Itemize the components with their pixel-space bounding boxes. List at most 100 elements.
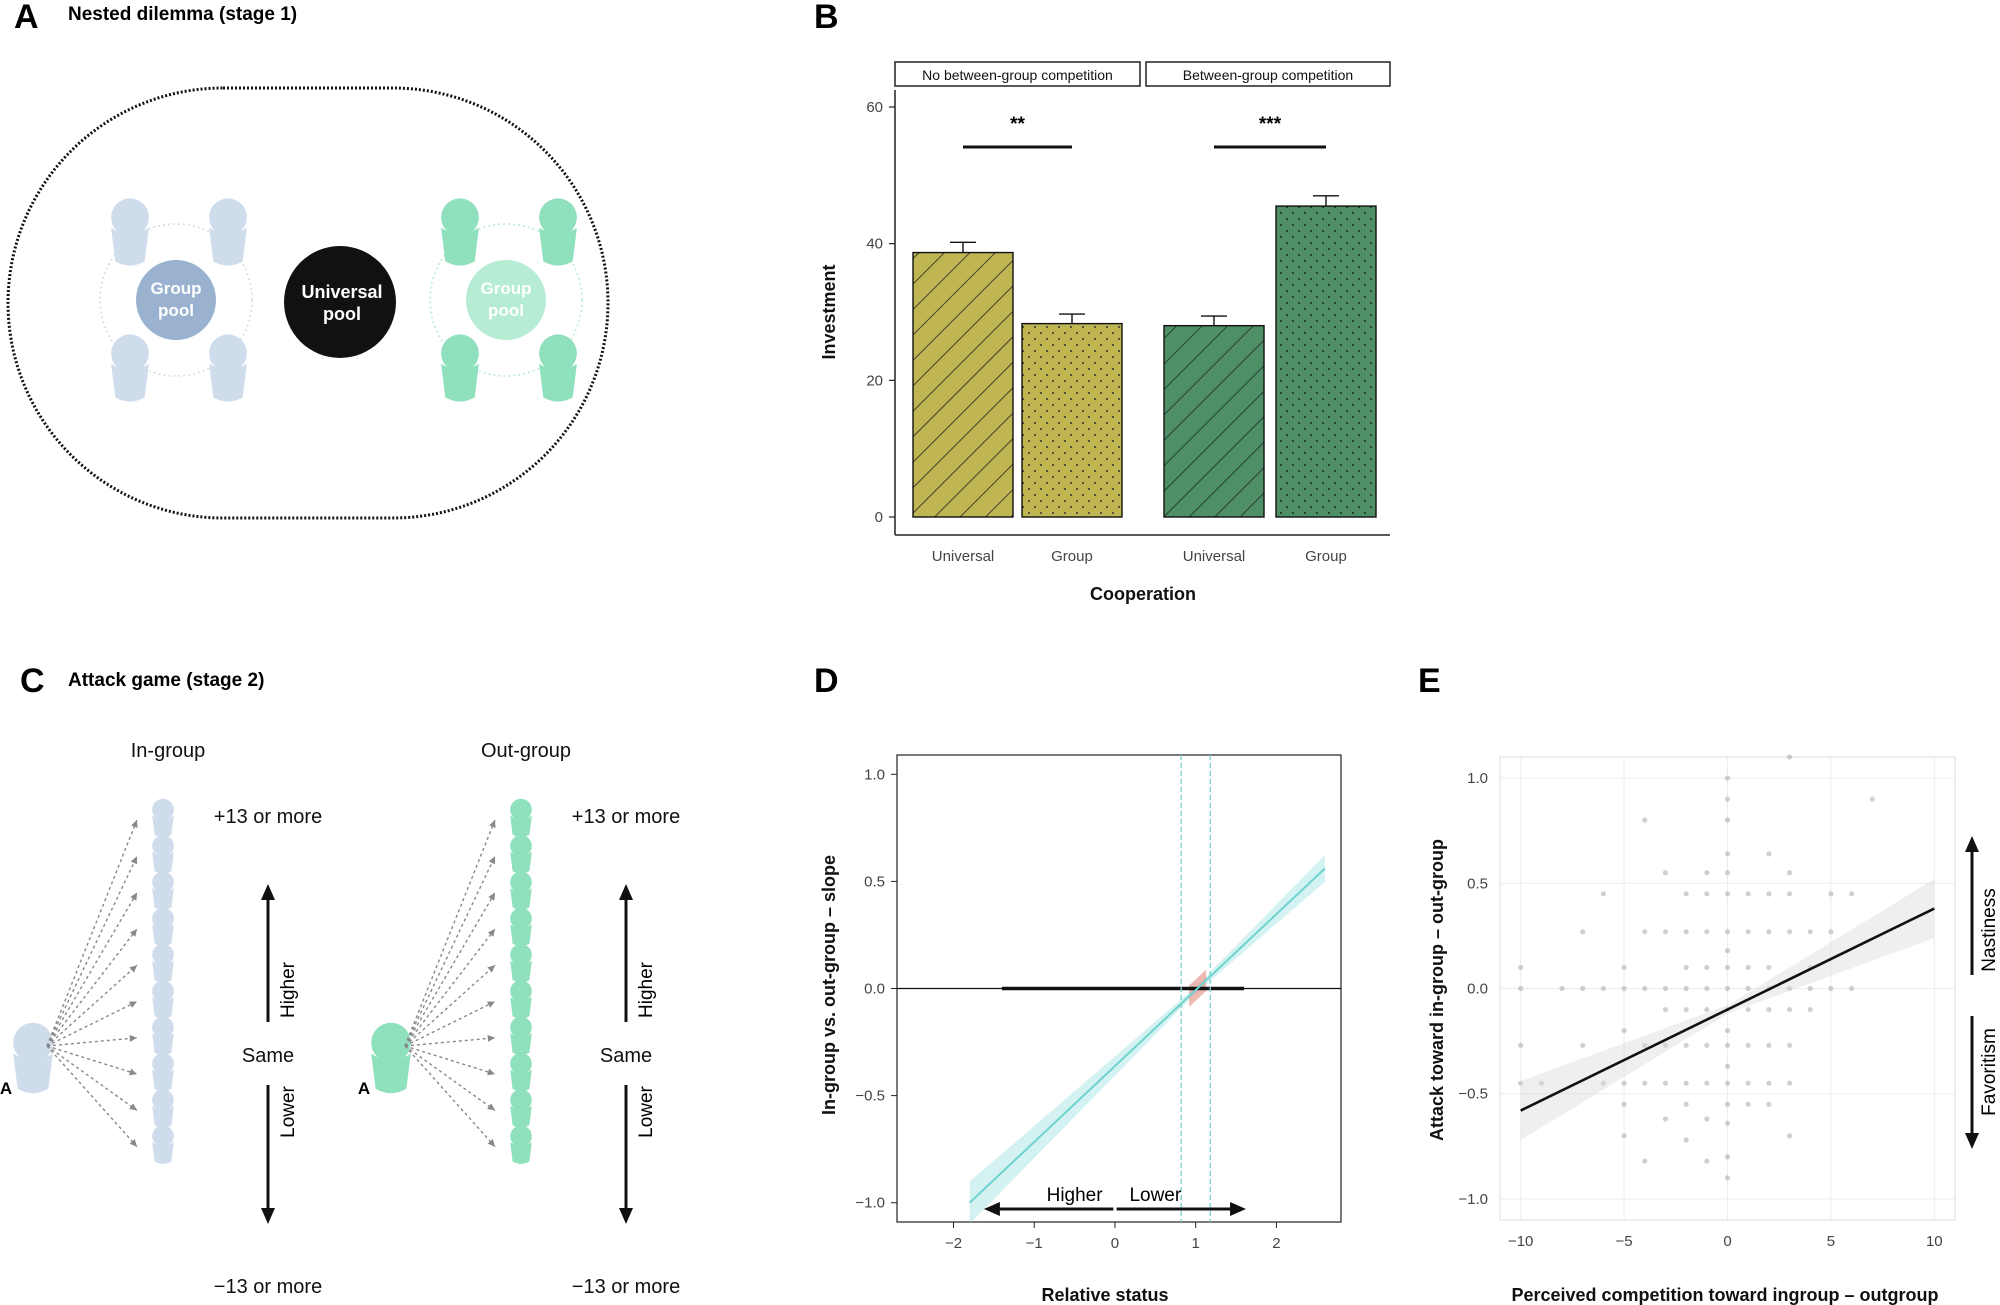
e-data-point xyxy=(1600,891,1607,897)
ingroup-attack-arrow xyxy=(46,1045,138,1075)
d-x-tick-label: 2 xyxy=(1272,1235,1280,1252)
e-data-point xyxy=(1786,1042,1793,1048)
e-data-point xyxy=(1704,1080,1710,1086)
e-nastiness-label: Nastiness xyxy=(1979,888,2000,971)
e-data-point xyxy=(1786,1080,1793,1086)
ingroup-target-8 xyxy=(152,1052,174,1092)
b-y-tick-label: 20 xyxy=(866,372,883,389)
outgroup-attack-arrowhead xyxy=(488,892,495,901)
e-data-point xyxy=(1745,1006,1751,1013)
ingroup-attack-arrow xyxy=(46,819,138,1047)
e-data-point xyxy=(1621,1027,1627,1034)
outgroup-target-3-head xyxy=(510,871,532,893)
outgroup-lower-label: Lower xyxy=(636,1085,657,1137)
ingroup-attack-arrowhead xyxy=(129,1139,137,1147)
ingroup-target-8-head xyxy=(152,1052,174,1075)
outgroup-target-6-head xyxy=(510,980,532,1002)
e-data-point xyxy=(1766,1080,1772,1086)
ingroup-bottom-label: −13 or more xyxy=(214,1276,322,1298)
e-data-point xyxy=(1724,1175,1731,1181)
e-data-point xyxy=(1766,851,1772,857)
b-x-tick-label: Group xyxy=(1305,548,1347,565)
ingroup-member-4 xyxy=(209,334,247,402)
d-y-axis-title: In-group vs. out-group – slope xyxy=(819,855,839,1115)
outgroup-target-8-head xyxy=(510,1052,532,1075)
e-y-tick-label: −0.5 xyxy=(1458,1086,1488,1103)
e-data-point xyxy=(1724,1027,1731,1034)
e-data-point xyxy=(1518,1080,1524,1086)
d-lower-arrowhead xyxy=(1230,1202,1247,1216)
ingroup-attack-arrowhead xyxy=(130,856,138,865)
outgroup-target-2-body xyxy=(510,851,532,874)
e-data-point xyxy=(1724,1120,1731,1126)
ingroup-member-1-head xyxy=(111,198,149,237)
outgroup-same-label: Same xyxy=(600,1045,652,1067)
e-data-point xyxy=(1724,929,1731,935)
e-data-point xyxy=(1662,929,1669,935)
e-data-point xyxy=(1559,985,1565,992)
b-y-tick-label: 0 xyxy=(875,509,883,526)
outgroup-attacker xyxy=(371,1022,411,1094)
e-data-point xyxy=(1848,985,1855,992)
e-data-point xyxy=(1600,985,1607,992)
outgroup-member-1 xyxy=(441,198,479,266)
group-pool-left-label-2: pool xyxy=(158,301,194,320)
panel-b-letter: B xyxy=(814,0,839,36)
b-facet-label: Between-group competition xyxy=(1183,67,1353,83)
ingroup-member-3-body xyxy=(111,363,149,402)
e-data-point xyxy=(1724,985,1731,992)
e-fit-line xyxy=(1520,907,1935,1112)
ingroup-member-1-body xyxy=(111,227,149,266)
e-data-point xyxy=(1662,1006,1669,1013)
e-x-axis-title: Perceived competition toward ingroup – o… xyxy=(1511,1285,1938,1305)
ingroup-target-10 xyxy=(152,1125,174,1164)
e-data-point xyxy=(1662,1116,1669,1122)
ingroup-target-2-body xyxy=(152,851,174,874)
ingroup-lower-label: Lower xyxy=(278,1085,299,1137)
universal-pool xyxy=(284,246,396,358)
e-data-point xyxy=(1745,1080,1751,1086)
e-x-tick-label: −5 xyxy=(1616,1233,1633,1250)
outgroup-target-10-body xyxy=(510,1142,532,1164)
e-x-tick-label: 5 xyxy=(1827,1233,1835,1250)
e-data-point xyxy=(1642,1042,1648,1048)
e-data-point xyxy=(1683,891,1689,897)
e-data-point xyxy=(1724,817,1731,823)
ingroup-top-label: +13 or more xyxy=(214,806,322,828)
outgroup-attack-arrow xyxy=(404,1045,496,1111)
group-pool-left-label-1: Group xyxy=(151,279,202,298)
panel-a-title: Nested dilemma (stage 1) xyxy=(68,4,297,25)
ingroup-target-3-body xyxy=(152,888,174,910)
outgroup-target-5-head xyxy=(510,944,532,966)
ingroup-attack-arrowhead xyxy=(129,928,137,937)
ingroup-target-9-body xyxy=(152,1106,174,1128)
outgroup-target-1-body xyxy=(510,815,532,838)
e-data-point xyxy=(1724,1101,1731,1107)
outgroup-attack-arrow xyxy=(404,928,496,1047)
e-data-point xyxy=(1704,1116,1710,1122)
outgroup-attack-arrowhead xyxy=(489,820,496,828)
ingroup-attacker-body xyxy=(13,1053,53,1094)
b-x-tick-label: Universal xyxy=(1183,548,1246,565)
e-data-point xyxy=(1807,929,1813,935)
e-data-point xyxy=(1766,1101,1772,1107)
ingroup-target-7-head xyxy=(152,1016,174,1039)
e-data-point xyxy=(1621,1133,1627,1139)
outgroup-attack-arrowhead xyxy=(487,1103,495,1111)
e-data-point xyxy=(1683,964,1689,971)
ingroup-target-8-body xyxy=(152,1069,174,1092)
outgroup-attacker-body xyxy=(371,1053,411,1094)
ingroup-member-4-head xyxy=(209,334,247,373)
b-x-axis-title: Cooperation xyxy=(1090,584,1196,604)
group-pool-right xyxy=(466,260,546,340)
d-y-tick-label: 1.0 xyxy=(864,766,885,783)
ingroup-attack-arrow xyxy=(46,928,138,1047)
outgroup-member-2 xyxy=(539,198,577,266)
ingroup-target-1-head xyxy=(152,798,174,821)
panel-c-letter: C xyxy=(20,662,45,700)
outgroup-member-4-head xyxy=(539,334,577,373)
outgroup-target-3-body xyxy=(510,888,532,910)
